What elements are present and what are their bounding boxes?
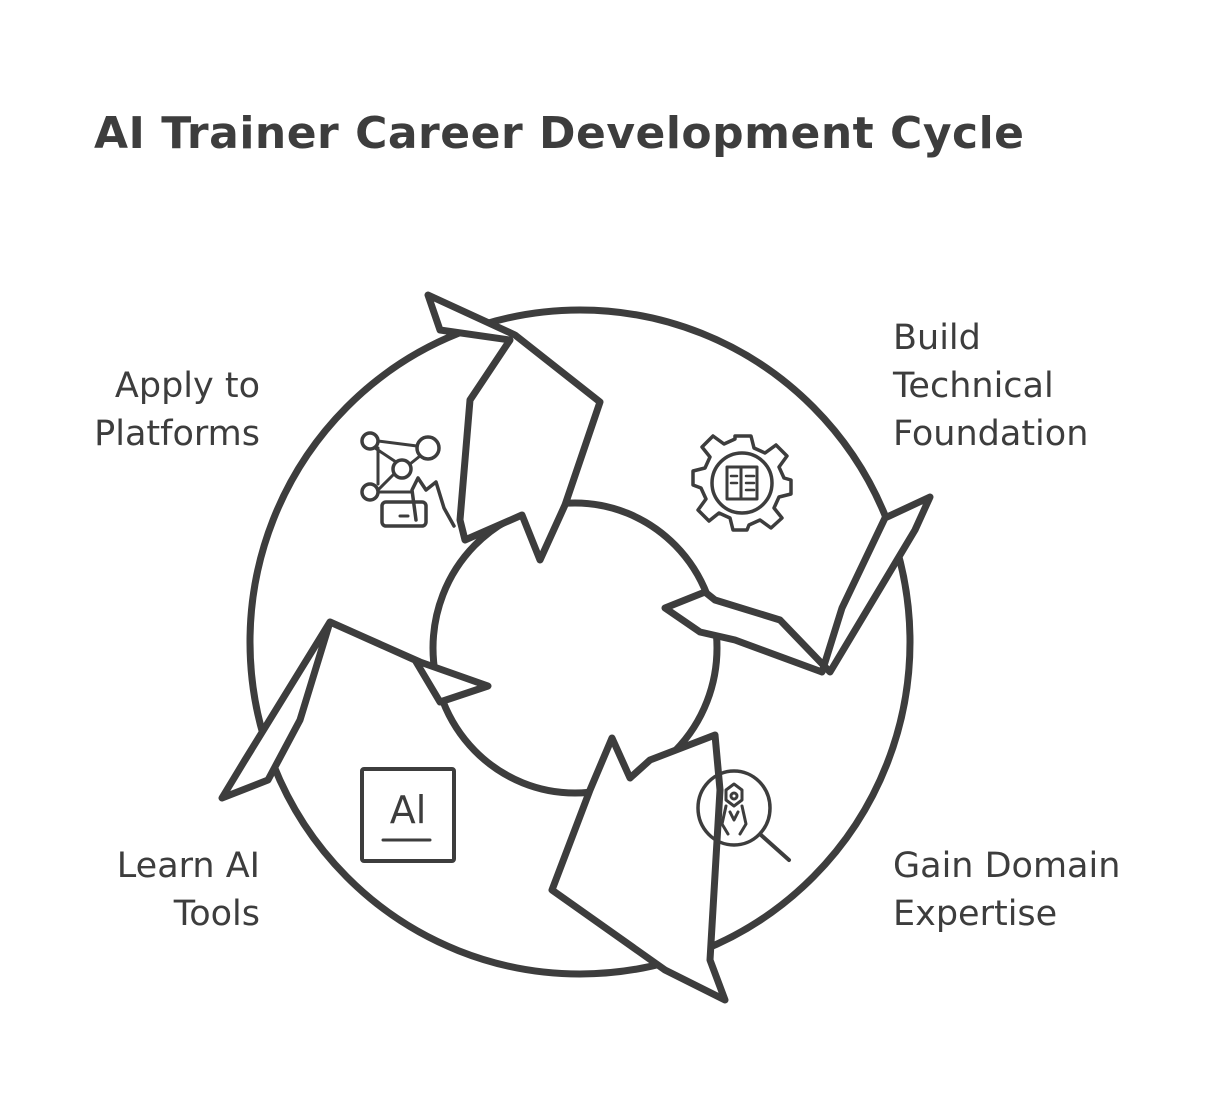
inner-ring [429, 499, 721, 797]
outer-ring [246, 306, 914, 978]
ai-chip-icon [360, 767, 456, 863]
step-label-learn: Learn AI Tools [40, 842, 260, 938]
step-label-line: Apply to [114, 366, 260, 406]
step-label-line: Technical [893, 366, 1054, 406]
cycle-arrow-gain [548, 731, 729, 1004]
step-label-line: Learn AI [116, 846, 260, 886]
step-label-build: Build Technical Foundation [893, 314, 1088, 458]
step-label-line: Gain Domain [893, 846, 1121, 886]
ai-chip-text: Al [389, 788, 427, 832]
step-label-apply: Apply to Platforms [40, 362, 260, 458]
cycle-arrow-learn [218, 618, 492, 802]
cycle-arrow-build [661, 493, 934, 676]
step-label-line: Foundation [893, 414, 1089, 454]
step-label-line: Tools [173, 894, 260, 934]
cycle-arrow-apply [424, 291, 604, 564]
step-label-gain: Gain Domain Expertise [893, 842, 1120, 938]
step-label-line: Platforms [94, 414, 260, 454]
network-tablet-icon [360, 431, 456, 528]
magnifier-expert-icon [696, 769, 791, 862]
step-label-line: Build [893, 318, 981, 358]
diagram-title: AI Trainer Career Development Cycle [94, 108, 1025, 159]
gear-document-icon [691, 434, 793, 532]
step-label-line: Expertise [893, 894, 1058, 934]
